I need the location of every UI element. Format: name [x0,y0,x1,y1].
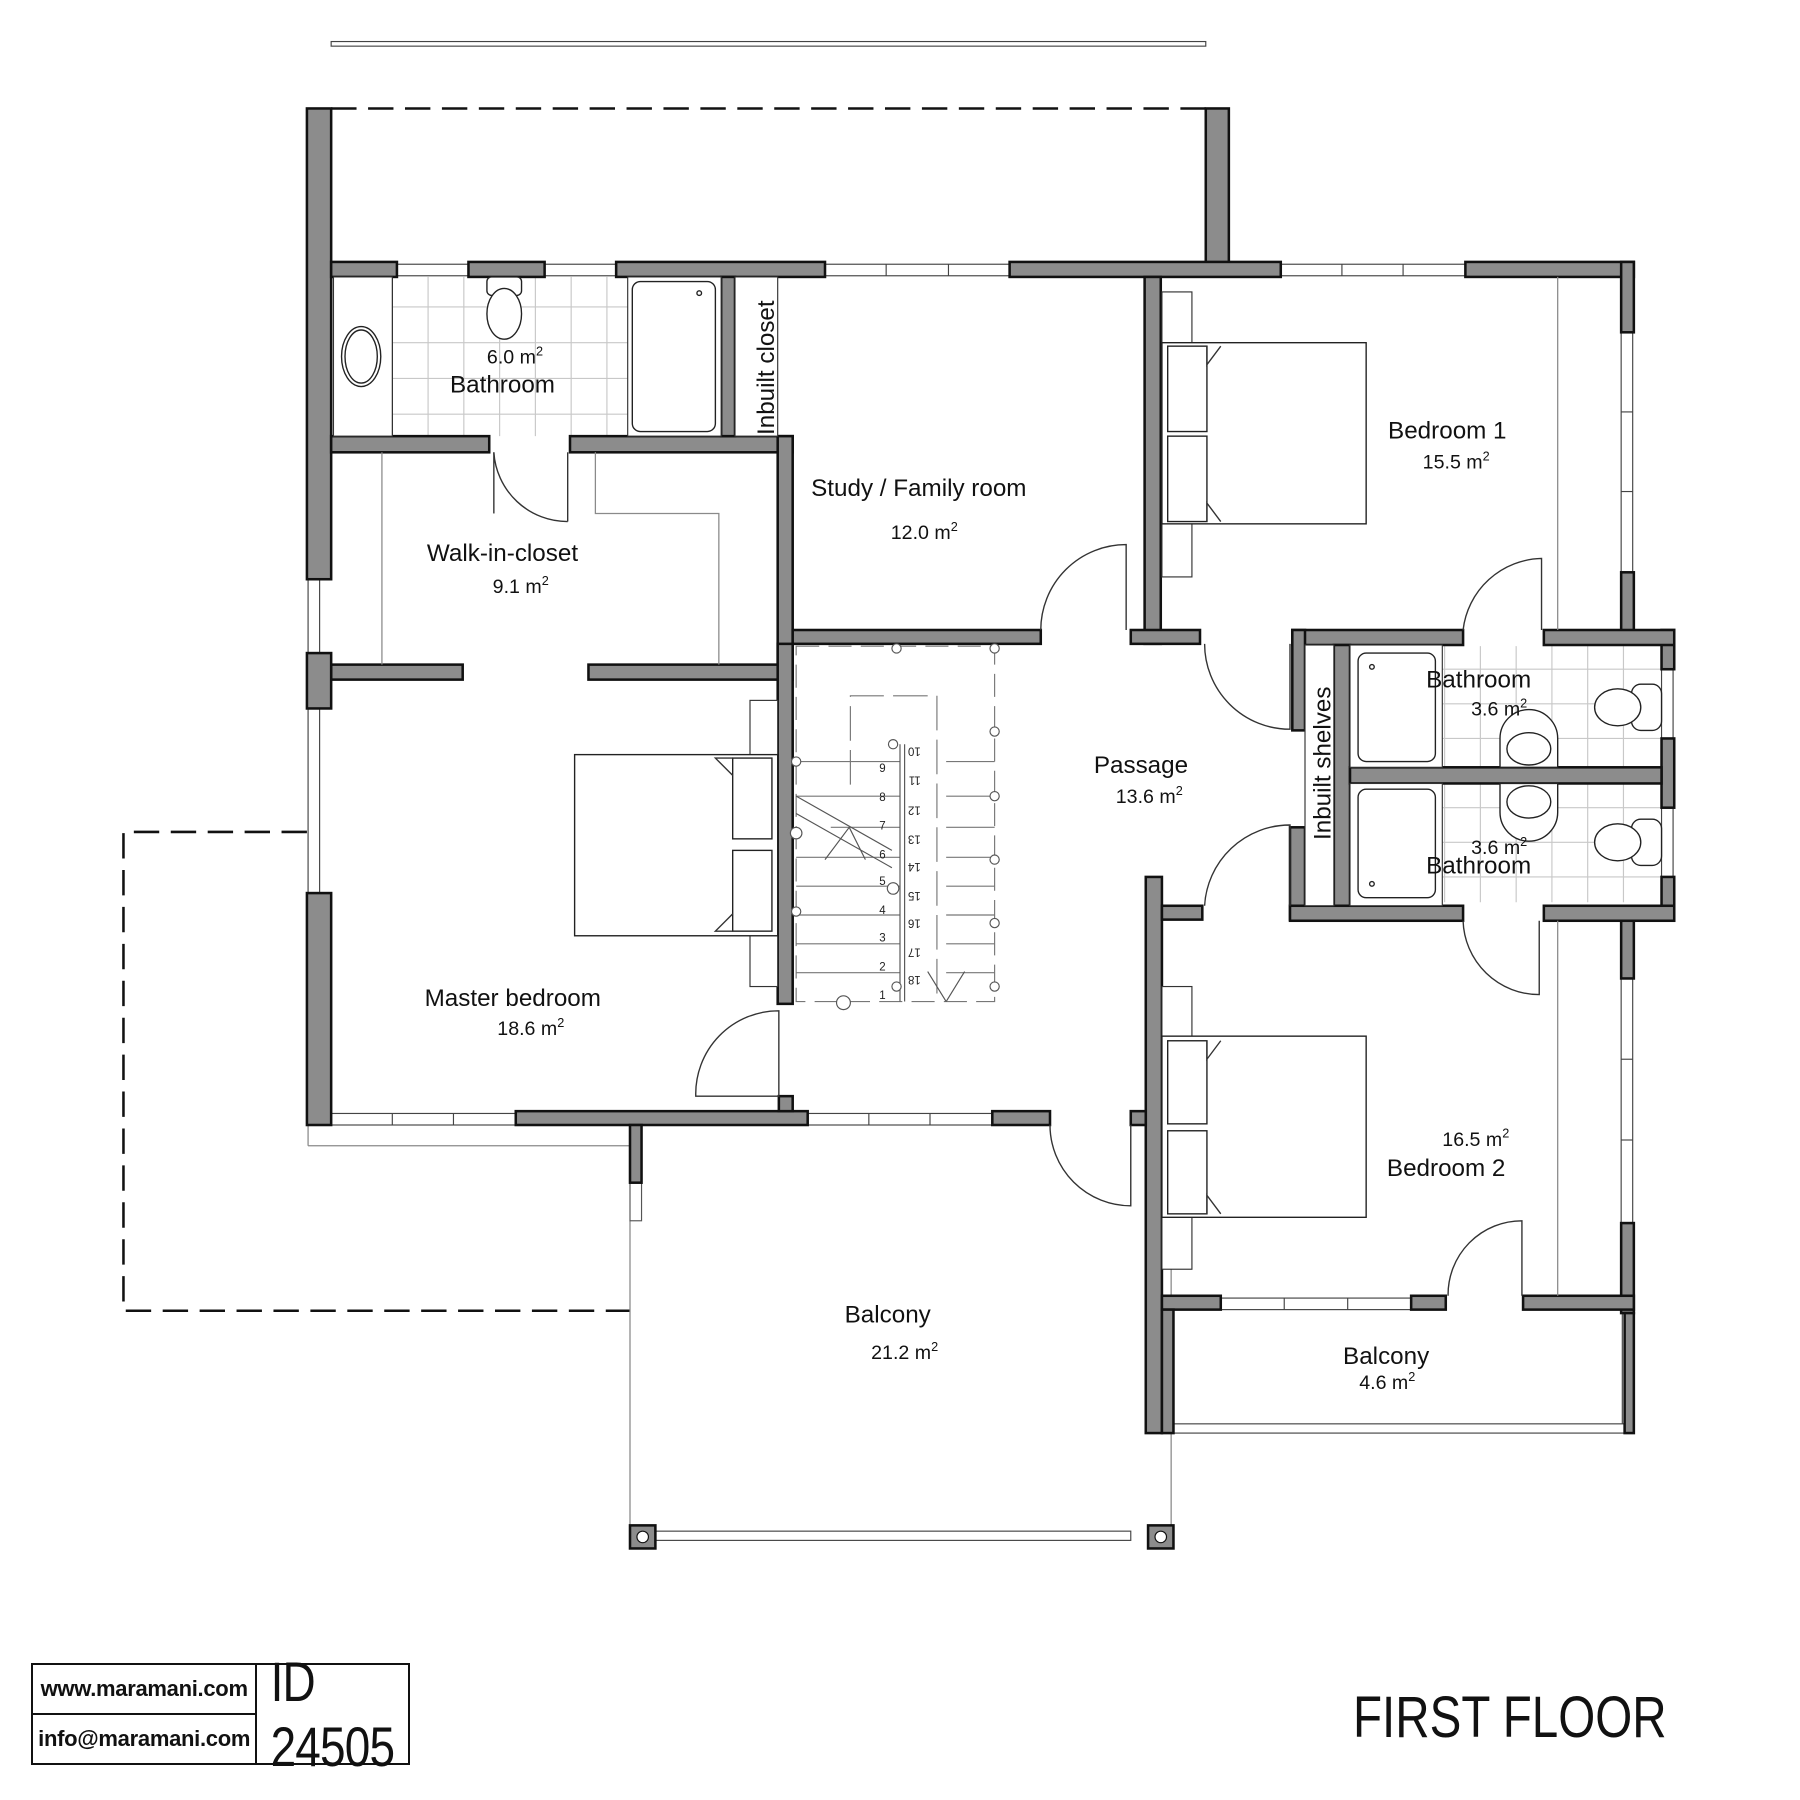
stair-step-8: 8 [879,792,885,804]
walk-in-closet-name: Walk-in-closet [427,540,578,567]
stair-step-12: 12 [908,804,921,816]
ground-floor-outline-dashed [122,830,630,1313]
stair-step-13: 13 [908,832,921,844]
bedroom2-bed [1161,920,1559,1296]
stair-step-10: 10 [908,745,921,757]
stair-step-5: 5 [879,876,885,888]
stair-step-2: 2 [879,961,885,973]
passage-area: 13.6 m2 [1116,784,1183,808]
bedroom2-area: 16.5 m2 [1442,1127,1509,1151]
stair-step-7: 7 [879,821,885,833]
right-bathroom-fixtures [1304,644,1663,907]
balcony-main-area: 21.2 m2 [871,1340,938,1364]
inbuilt-shelves-label: Inbuilt shelves [1309,687,1336,840]
room-labels: 6.0 m2 Bathroom Inbuilt closet Study / F… [425,300,1532,1394]
master-bed [573,699,779,988]
inbuilt-closet-box [734,276,779,437]
door-swings [695,543,1543,1296]
walls [305,107,1676,1435]
stair-step-4: 4 [879,905,886,917]
bedroom1-area: 15.5 m2 [1423,449,1490,473]
stair-step-1: 1 [879,990,885,1002]
bathroom-a-name: Bathroom [1426,667,1531,694]
balcony-main-name: Balcony [845,1301,932,1328]
walk-in-closet-area: 9.1 m2 [493,574,549,598]
stair-step-6: 6 [879,849,885,861]
bedroom2-name: Bedroom 2 [1387,1155,1505,1182]
stair-step-3: 3 [879,933,885,945]
stair-step-18: 18 [908,973,921,985]
floor-title: FIRST FLOOR [1353,1685,1667,1750]
door-swing [493,452,568,523]
plan-id: ID 24505 [270,1650,395,1778]
email-link[interactable]: info@maramani.com [33,1713,256,1763]
stair-step-17: 17 [908,945,921,957]
staircase: 1 2 3 4 5 6 7 8 9 10 11 12 13 14 15 16 1… [789,643,1000,1011]
bathroom-b-name: Bathroom [1426,852,1531,879]
balcony-small-area: 4.6 m2 [1359,1370,1415,1394]
title-block: www.maramani.com info@maramani.com ID 24… [31,1650,410,1778]
balcony-posts [628,1524,1175,1550]
stair-step-11: 11 [909,774,921,786]
balcony-small-name: Balcony [1343,1343,1430,1370]
bathroom-master-area: 6.0 m2 [487,344,543,368]
website-link[interactable]: www.maramani.com [40,1676,248,1701]
contact-cells: www.maramani.com info@maramani.com [33,1665,258,1763]
stair-step-14: 14 [907,860,920,872]
roof-edge-line [330,40,1207,47]
bedroom1-bed [1161,276,1559,630]
stair-step-16: 16 [908,917,921,929]
stair-step-9: 9 [879,763,885,775]
bathroom-b-area: 3.6 m2 [1471,835,1527,859]
master-bedroom-name: Master bedroom [425,985,601,1012]
walk-in-closet-shelves [381,452,720,665]
bedroom1-name: Bedroom 1 [1388,417,1506,444]
master-bedroom-area: 18.6 m2 [497,1016,564,1040]
bathroom-a-area: 3.6 m2 [1471,696,1527,720]
study-name: Study / Family room [811,475,1026,502]
inbuilt-closet-label: Inbuilt closet [753,300,780,435]
study-area: 12.0 m2 [891,520,958,544]
stair-step-15: 15 [908,889,921,901]
bathroom-master-fixtures [332,276,722,437]
passage-name: Passage [1094,752,1188,779]
bathroom-master-name: Bathroom [450,371,555,398]
